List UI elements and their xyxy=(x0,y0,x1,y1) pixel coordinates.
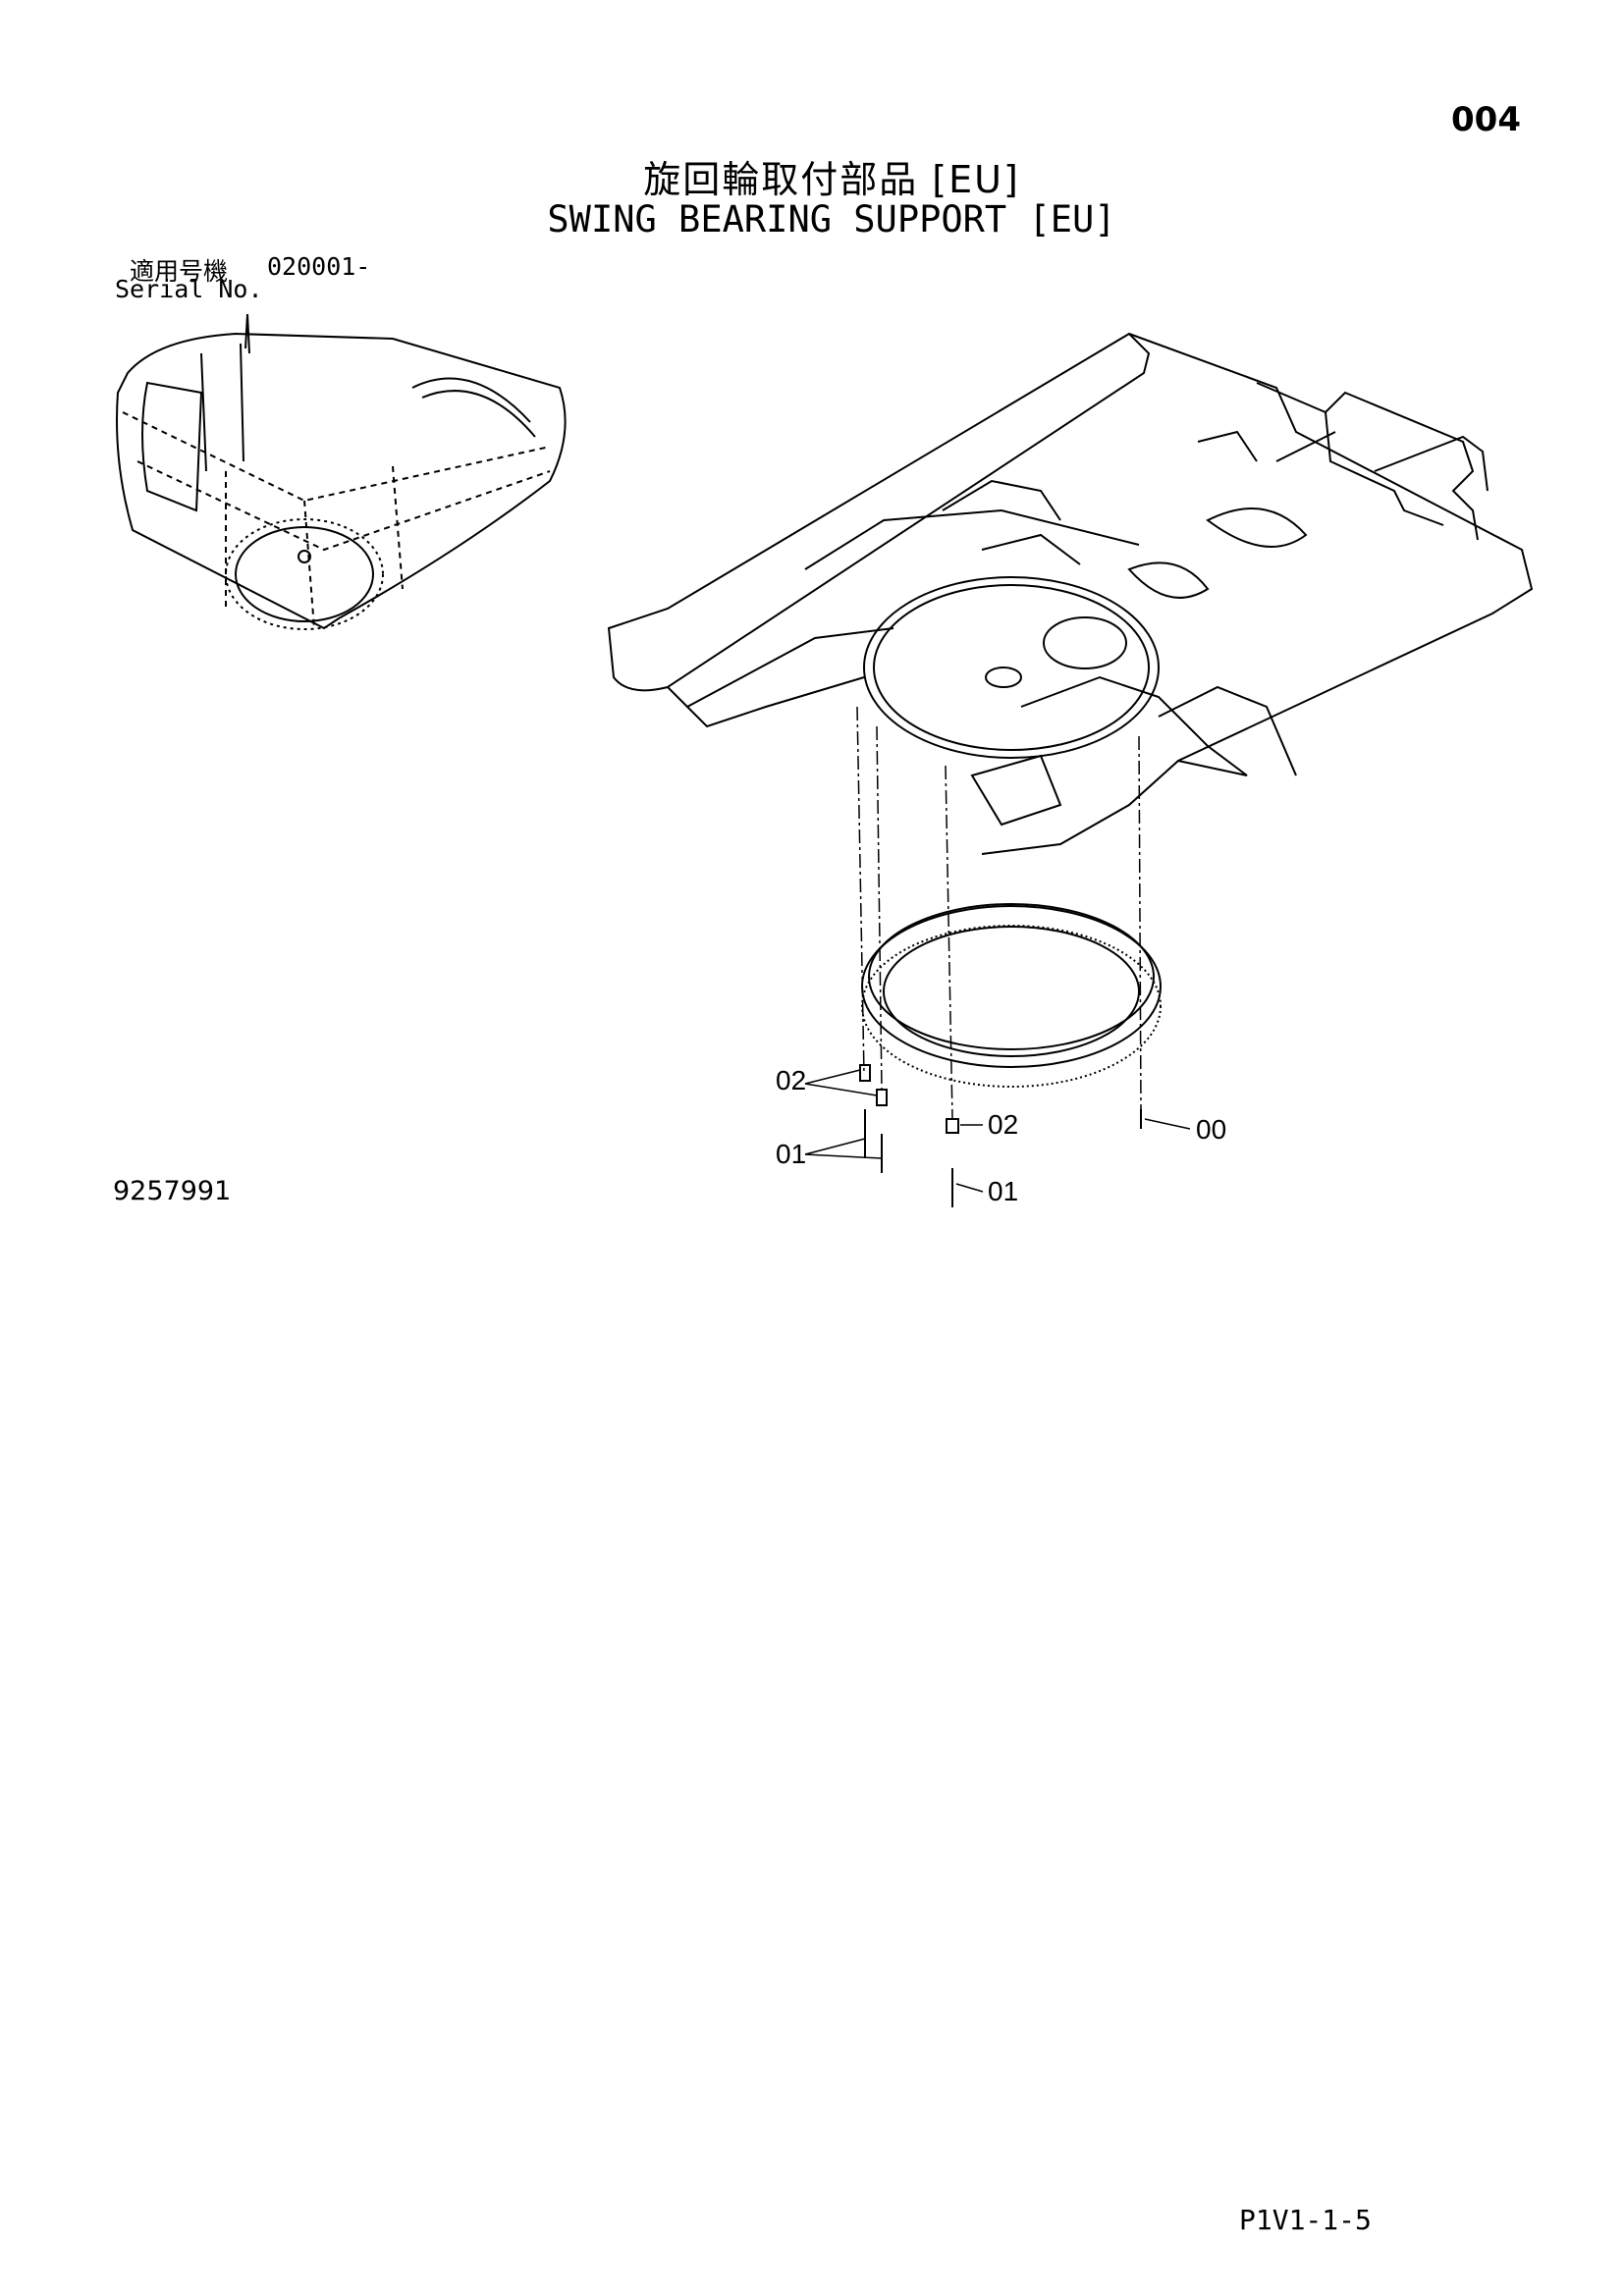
page-number: 004 xyxy=(1451,100,1521,139)
callout-01: 01 xyxy=(776,1139,807,1169)
callout-02-center: 02 xyxy=(988,1109,1019,1140)
callout-02: 02 xyxy=(776,1065,807,1095)
serial-range: 020001- xyxy=(267,252,371,281)
upper-frame-illustration xyxy=(607,332,1534,855)
title-english: SWING BEARING SUPPORT [EU] xyxy=(547,198,1116,240)
title-japanese: 旋回輪取付部品 [EU] xyxy=(643,158,1020,201)
callout-01-center: 01 xyxy=(988,1176,1019,1206)
reference-machine-illustration xyxy=(116,313,567,630)
footer-code: P1V1-1-5 xyxy=(1239,2204,1372,2236)
serial-label-english: Serial No. xyxy=(115,275,263,303)
bolts-and-washers xyxy=(859,1064,1142,1207)
serial-label-japanese: 適用号機 xyxy=(130,257,229,286)
swing-bearing-illustration xyxy=(861,903,1162,1088)
drawing-number: 9257991 xyxy=(113,1176,232,1206)
callout-00: 00 xyxy=(1196,1114,1227,1145)
